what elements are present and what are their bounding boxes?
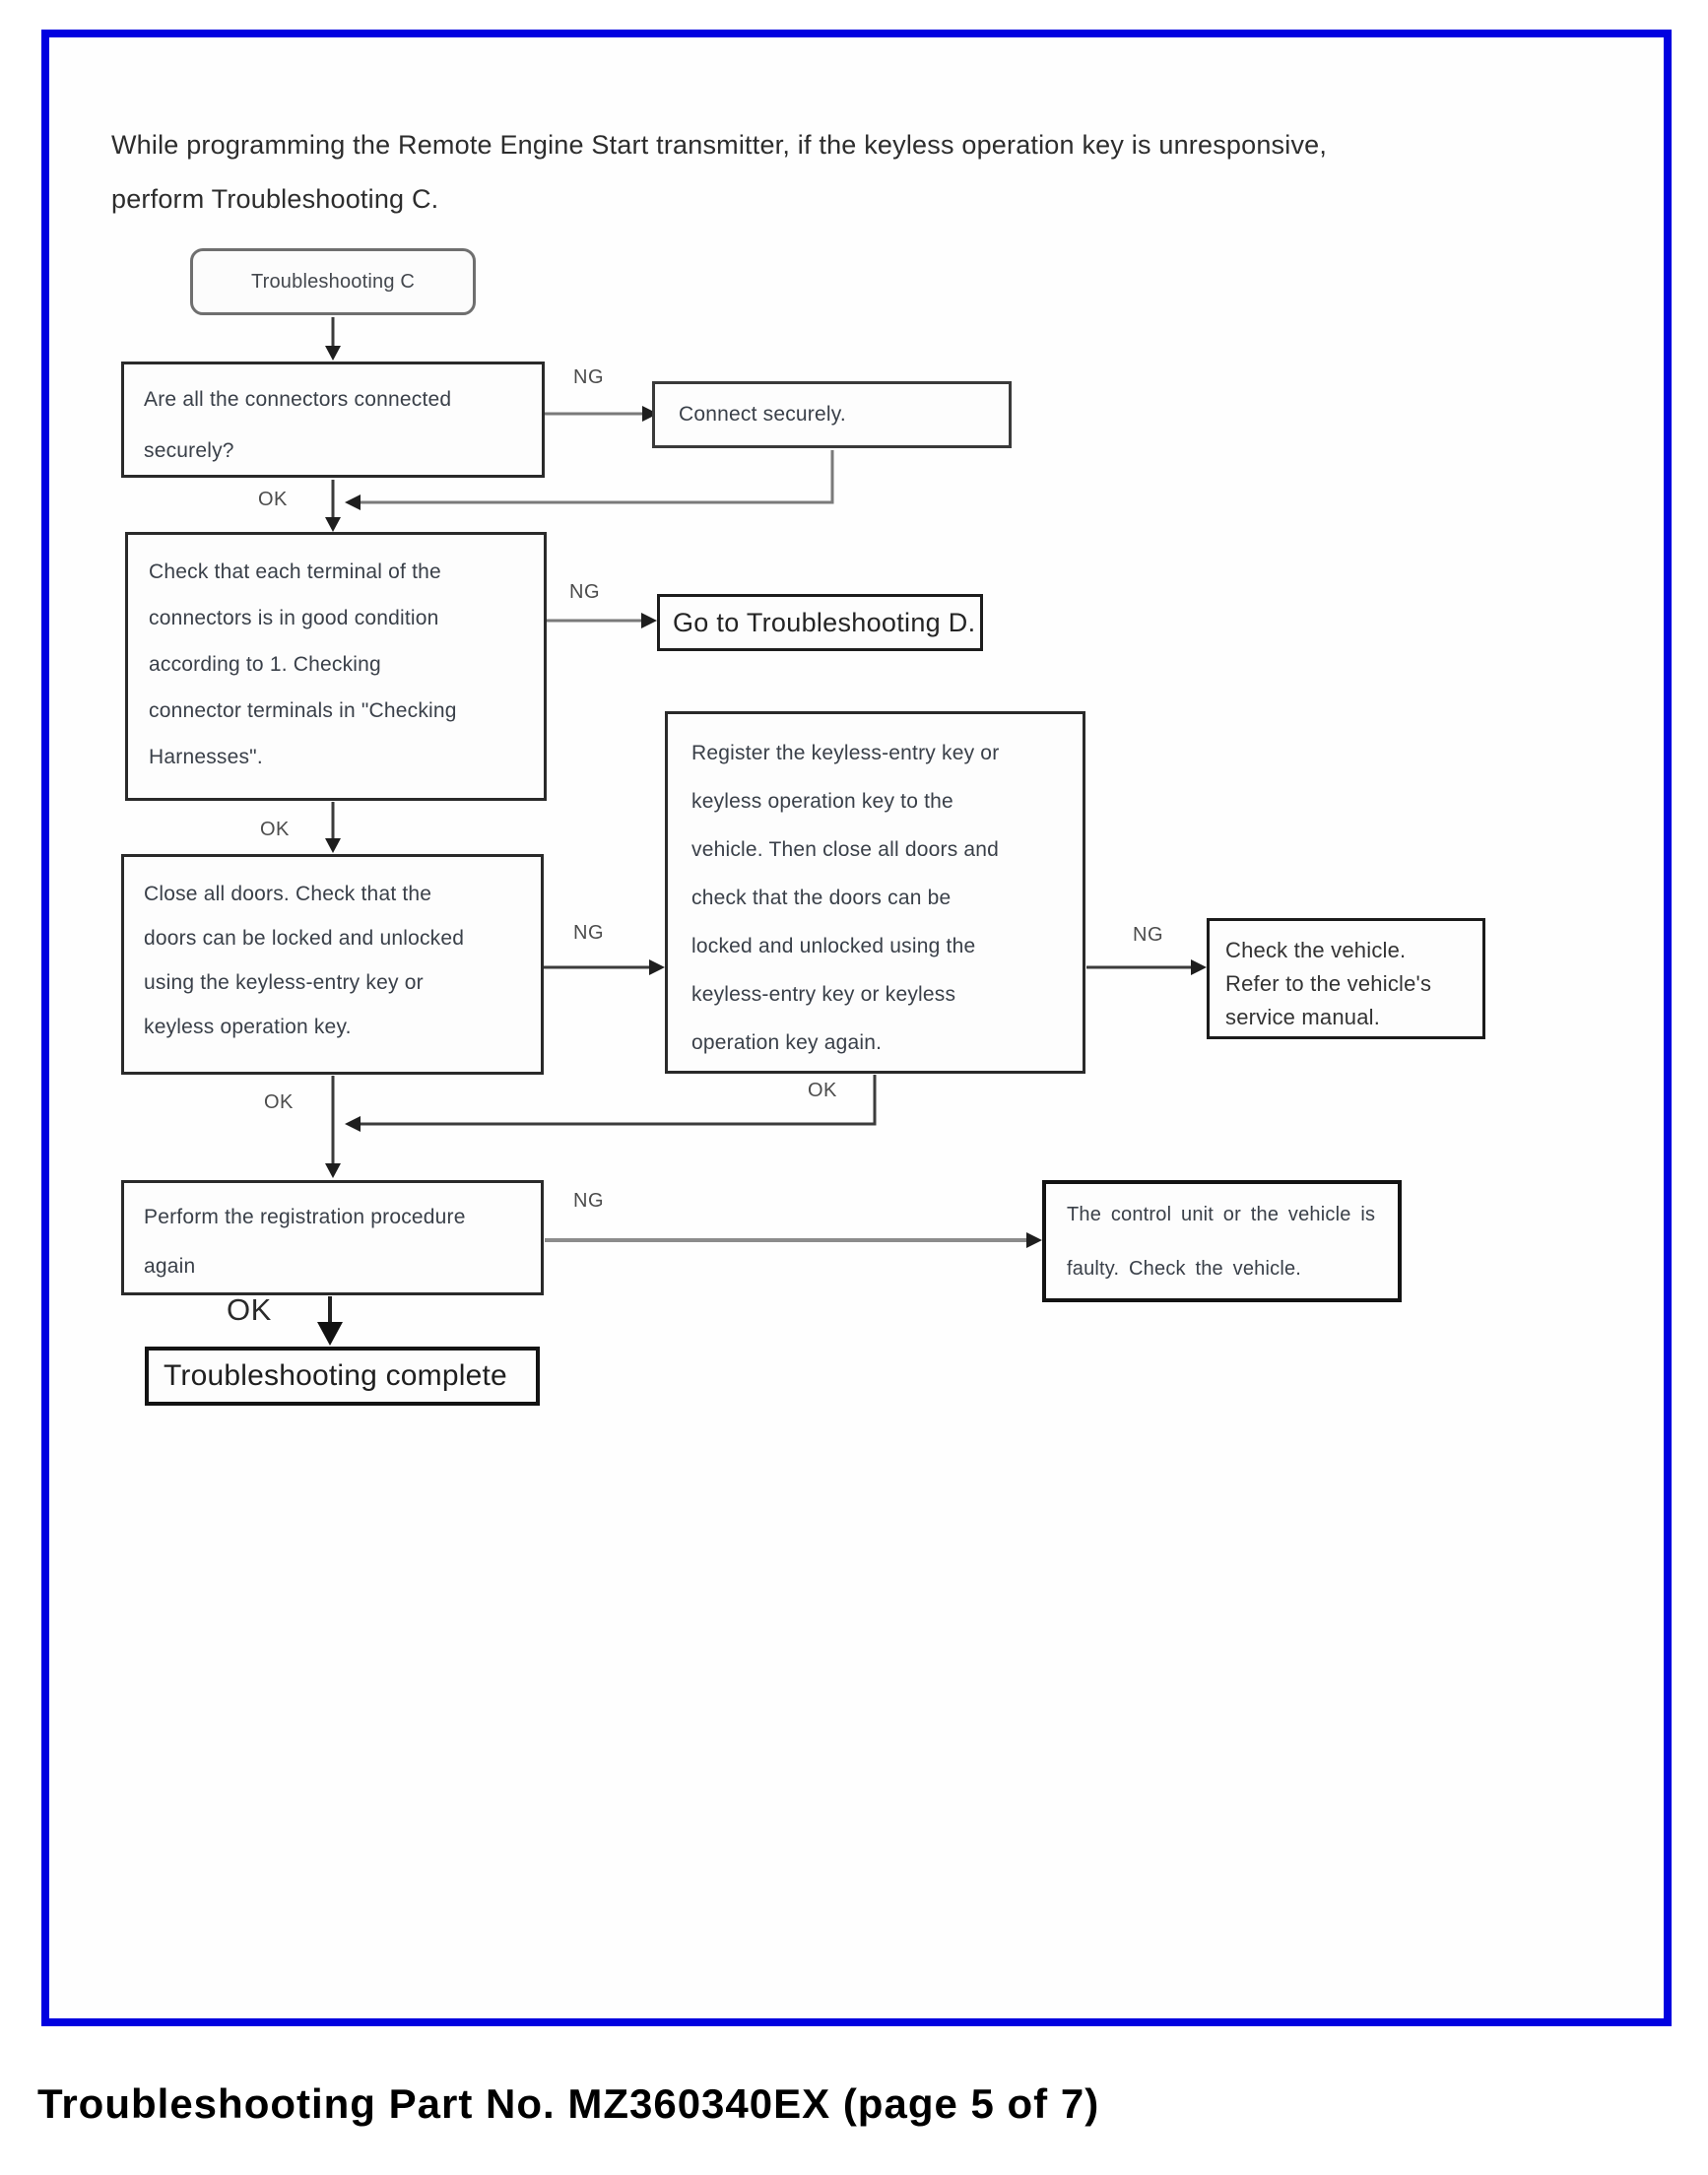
node-goto-troubleshooting-d: Go to Troubleshooting D. xyxy=(657,594,983,651)
intro-text: While programming the Remote Engine Star… xyxy=(111,130,1328,214)
connector-q3-ng-to-register xyxy=(544,959,665,975)
edge-label-ng-perform: NG xyxy=(573,1190,604,1212)
connector-start-to-q1 xyxy=(325,317,341,361)
node-action-register-key: Register the keyless-entry key or keyles… xyxy=(665,711,1085,1074)
edge-label-ng-terminals: NG xyxy=(569,581,600,603)
connector-perform-ok-to-complete xyxy=(317,1296,343,1346)
node-start-troubleshooting-c: Troubleshooting C xyxy=(190,248,476,315)
node-action-check-vehicle: Check the vehicle. Refer to the vehicle'… xyxy=(1207,918,1485,1039)
connector-q1-ng-to-connect xyxy=(545,406,658,422)
connector-q2-ok-to-q3 xyxy=(325,802,341,853)
node-troubleshooting-complete: Troubleshooting complete xyxy=(145,1347,540,1406)
edge-label-ng-doors: NG xyxy=(573,922,604,944)
node-result-control-unit-faulty: The control unit or the vehicle is fault… xyxy=(1042,1180,1402,1302)
edge-label-ok-perform: OK xyxy=(227,1292,272,1327)
edge-label-ng-connectors: NG xyxy=(573,366,604,388)
edge-label-ok-connectors: OK xyxy=(258,489,288,510)
edge-label-ng-register: NG xyxy=(1133,924,1163,946)
connector-q2-ng-to-gotod xyxy=(547,613,657,628)
connector-q1-ok-to-q2 xyxy=(325,480,341,532)
node-action-connect-securely: Connect securely. xyxy=(652,381,1012,448)
edge-label-ok-doors: OK xyxy=(264,1091,294,1113)
edge-label-ok-terminals: OK xyxy=(260,819,290,840)
edge-label-ok-register: OK xyxy=(808,1080,837,1101)
node-question-doors: Close all doors. Check that the doors ca… xyxy=(121,854,544,1075)
page-caption: Troubleshooting Part No. MZ360340EX (pag… xyxy=(37,2080,1100,2127)
connector-register-return xyxy=(345,1075,877,1132)
node-action-perform-registration: Perform the registration procedure again xyxy=(121,1180,544,1295)
connector-connect-return xyxy=(345,450,834,510)
node-question-connectors: Are all the connectors connected securel… xyxy=(121,362,545,478)
node-question-terminals: Check that each terminal of the connecto… xyxy=(125,532,547,801)
connector-perform-ng-to-faulty xyxy=(545,1232,1042,1248)
connector-register-ng-to-checkvehicle xyxy=(1086,959,1207,975)
connector-q3-ok-to-perform xyxy=(325,1076,341,1178)
